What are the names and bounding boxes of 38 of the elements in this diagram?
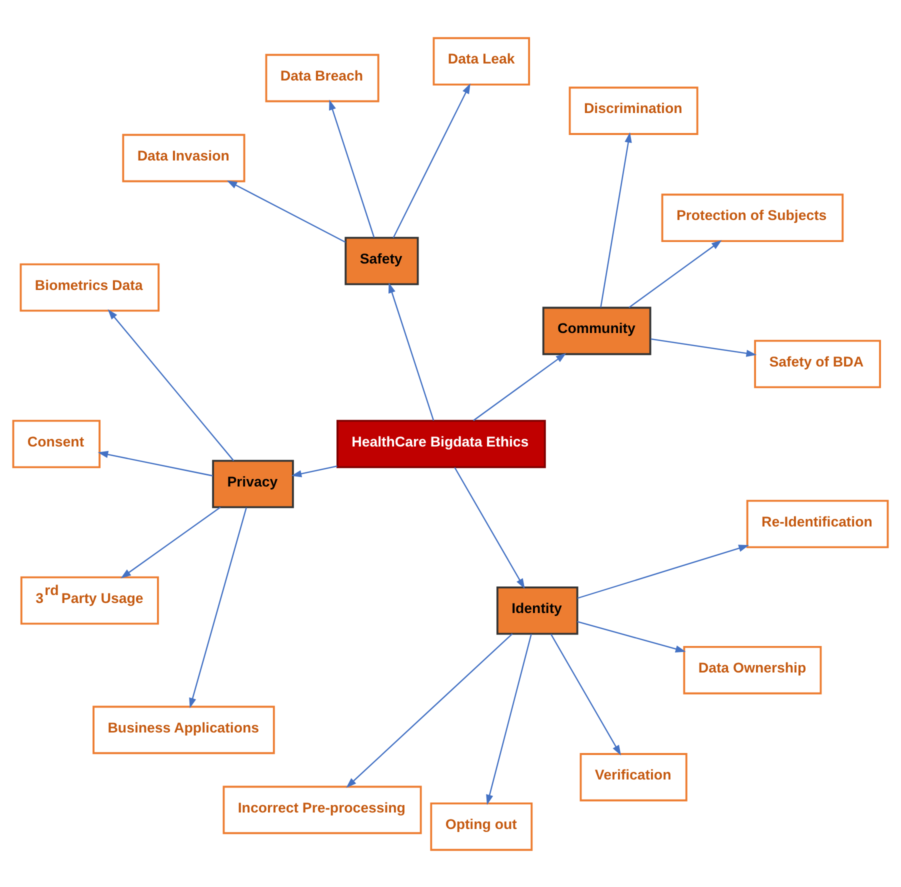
node-box: Identity <box>496 586 578 634</box>
node-box: Incorrect Pre-processing <box>222 785 422 834</box>
arrow <box>577 620 686 652</box>
node-box: Data Invasion <box>122 133 246 182</box>
node-box: Verification <box>580 752 688 801</box>
arrow <box>577 544 749 598</box>
node-box: Safety <box>344 236 419 285</box>
arrow <box>486 633 532 805</box>
arrow <box>600 132 632 307</box>
arrow <box>628 240 722 308</box>
arrow <box>120 506 221 578</box>
node-box: Safety of BDA <box>754 339 881 388</box>
node-box: Consent <box>12 419 101 468</box>
arrow <box>346 632 513 788</box>
arrow <box>650 338 757 356</box>
node-box: Data Breach <box>265 53 380 102</box>
node-box: Opting out <box>430 802 533 850</box>
arrow <box>388 282 434 420</box>
arrow <box>329 99 375 238</box>
arrow <box>550 633 622 756</box>
arrow <box>226 180 346 242</box>
arrow <box>291 464 338 477</box>
arrow <box>392 82 470 238</box>
arrow <box>473 352 566 421</box>
node-box: Data Ownership <box>683 646 822 694</box>
node-box: Discrimination <box>568 86 698 134</box>
node-box: Community <box>542 306 652 355</box>
node-box: Privacy <box>212 459 294 508</box>
node-box: Data Leak <box>432 36 530 85</box>
node-box: Business Applications <box>92 705 275 754</box>
node-box: Biometrics Data <box>20 262 160 312</box>
arrow <box>108 308 234 461</box>
node-box: Protection of Subjects <box>661 193 844 242</box>
node-box: HealthCare Bigdata Ethics <box>336 419 546 468</box>
arrow <box>454 466 525 588</box>
arrow <box>189 506 247 708</box>
node-box: Re-Identification <box>746 499 889 548</box>
arrow <box>98 450 213 476</box>
